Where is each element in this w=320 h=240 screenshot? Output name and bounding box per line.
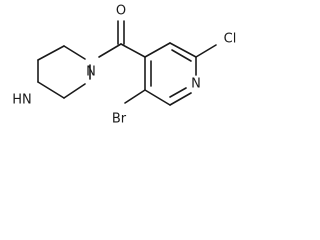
pyridine-ring [144,42,197,106]
bond-pip-n1-c2 [63,45,86,60]
bond-pyr-c3-c2 [169,42,197,58]
oxygen-label: O [116,4,126,19]
amide-nitrogen-label: N [86,65,96,80]
bromine-label: Br [112,112,127,127]
pyridine-nitrogen-label: N [191,77,201,92]
chlorine-label: Cl [224,32,237,47]
bond-pyr-n1-c6 [169,92,192,106]
bond-pyr-c4-c3 [144,42,171,58]
bond-c5-to-bromine [124,89,146,104]
bond-pip-n4-c5 [37,81,65,99]
carbonyl-group [117,20,125,45]
piperazine-nh-label: HN [12,93,32,108]
bond-pyr-c3-c2-inner [171,49,192,62]
bond-pip-c5-c6 [63,83,86,99]
bond-pyr-n1-c6-inner [169,87,187,98]
bond-carbonyl-to-amide-n [98,43,122,58]
bond-pip-c2-c3 [37,45,65,61]
molecule-structure-diagram: O N HN N Cl Br [12,4,237,127]
bond-carbonyl-to-pyridine [120,43,146,58]
piperazine-ring [37,45,91,99]
bond-c2-to-chlorine [195,44,217,58]
bond-pyr-c6-c5 [144,89,171,106]
